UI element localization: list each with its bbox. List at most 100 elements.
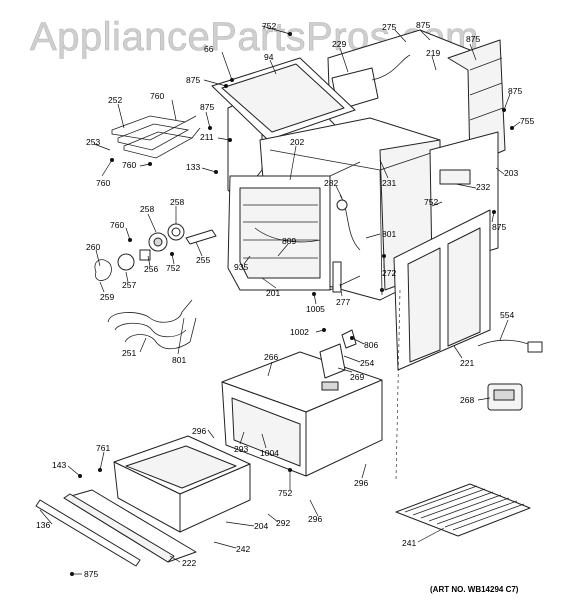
- oven-sensor: [336, 199, 348, 211]
- label-760: 760: [110, 220, 124, 230]
- label-201: 201: [266, 288, 280, 298]
- label-755: 755: [520, 116, 534, 126]
- label-275: 275: [382, 22, 396, 32]
- label-875: 875: [508, 86, 522, 96]
- cord-plug: [527, 341, 543, 353]
- label-752: 752: [262, 21, 276, 31]
- oven-door-panel: [393, 209, 491, 371]
- label-761: 761: [96, 443, 110, 453]
- label-806: 806: [364, 340, 378, 350]
- label-875: 875: [84, 569, 98, 579]
- label-760: 760: [96, 178, 110, 188]
- label-232: 232: [476, 182, 490, 192]
- label-258: 258: [140, 204, 154, 214]
- drawer-right-side: [179, 463, 251, 533]
- label-875: 875: [200, 102, 214, 112]
- drawer-handle: [35, 499, 141, 567]
- label-241: 241: [402, 538, 416, 548]
- label-242: 242: [236, 544, 250, 554]
- label-211: 211: [200, 132, 214, 142]
- label-296: 296: [192, 426, 206, 436]
- drawer-front-assembly: [35, 489, 197, 567]
- label-296: 296: [354, 478, 368, 488]
- label-272: 272: [382, 268, 396, 278]
- label-752: 752: [424, 197, 438, 207]
- label-752: 752: [278, 488, 292, 498]
- label-1004: 1004: [260, 448, 279, 458]
- part-labels: 752 275 875 66 229 219 875 94 875 760 25…: [36, 20, 534, 579]
- terminal-block-268: [487, 383, 523, 411]
- broil-element: [111, 115, 201, 159]
- label-252: 252: [108, 95, 122, 105]
- label-222: 222: [182, 558, 196, 568]
- label-253: 253: [86, 137, 100, 147]
- label-251: 251: [122, 348, 136, 358]
- fan-motor: [139, 249, 151, 261]
- oven-rack: [395, 483, 531, 537]
- label-809: 809: [282, 236, 296, 246]
- label-136: 136: [36, 520, 50, 530]
- label-875: 875: [492, 222, 506, 232]
- label-254: 254: [360, 358, 374, 368]
- label-269: 269: [350, 372, 364, 382]
- label-266: 266: [264, 352, 278, 362]
- label-752: 752: [166, 263, 180, 273]
- label-268: 268: [460, 395, 474, 405]
- label-277: 277: [336, 297, 350, 307]
- oven-liner-opening: [239, 187, 321, 279]
- label-554: 554: [500, 310, 514, 320]
- label-875: 875: [466, 34, 480, 44]
- oven-body-assembly: [211, 29, 506, 301]
- label-260: 260: [86, 242, 100, 252]
- label-282: 282: [324, 178, 338, 188]
- drawer-support-frame: [221, 329, 383, 477]
- door-window-right: [447, 227, 481, 347]
- label-258: 258: [170, 197, 184, 207]
- label-94: 94: [264, 52, 274, 62]
- label-66: 66: [204, 44, 214, 54]
- leader-lines: [39, 25, 521, 575]
- motor-housing: [117, 253, 135, 271]
- label-296: 296: [308, 514, 322, 524]
- drawer-inside: [125, 445, 237, 489]
- label-219: 219: [426, 48, 440, 58]
- terminal-block: [341, 329, 357, 349]
- label-203: 203: [504, 168, 518, 178]
- label-202: 202: [290, 137, 304, 147]
- label-143: 143: [52, 460, 66, 470]
- label-259: 259: [100, 292, 114, 302]
- label-1002: 1002: [290, 327, 309, 337]
- storage-drawer: [113, 435, 251, 533]
- fastener-dots: [70, 32, 514, 576]
- label-801: 801: [172, 355, 186, 365]
- label-293: 293: [234, 444, 248, 454]
- liner-bracket: [332, 261, 342, 293]
- label-760: 760: [122, 160, 136, 170]
- door-window-left: [407, 247, 441, 363]
- bake-element: [107, 299, 197, 350]
- top-frame-inner: [221, 63, 345, 133]
- label-229: 229: [332, 39, 346, 49]
- convection-fan-parts: [94, 223, 217, 281]
- label-875: 875: [416, 20, 430, 30]
- label-256: 256: [144, 264, 158, 274]
- frame-side: [305, 379, 383, 477]
- label-875: 875: [186, 75, 200, 85]
- label-1005: 1005: [306, 304, 325, 314]
- label-133: 133: [186, 162, 200, 172]
- label-204: 204: [254, 521, 268, 531]
- label-760: 760: [150, 91, 164, 101]
- label-292: 292: [276, 518, 290, 528]
- frame-front-inner: [231, 397, 301, 467]
- label-801: 801: [382, 229, 396, 239]
- label-231: 231: [382, 178, 396, 188]
- label-221: 221: [460, 358, 474, 368]
- power-cord: [477, 339, 543, 353]
- label-935: 935: [234, 262, 248, 272]
- frame-latch: [321, 381, 339, 391]
- art-number: (ART NO. WB14294 C7): [430, 585, 519, 594]
- rack-frame: [395, 483, 531, 537]
- label-257: 257: [122, 280, 136, 290]
- side-bracket: [439, 169, 471, 185]
